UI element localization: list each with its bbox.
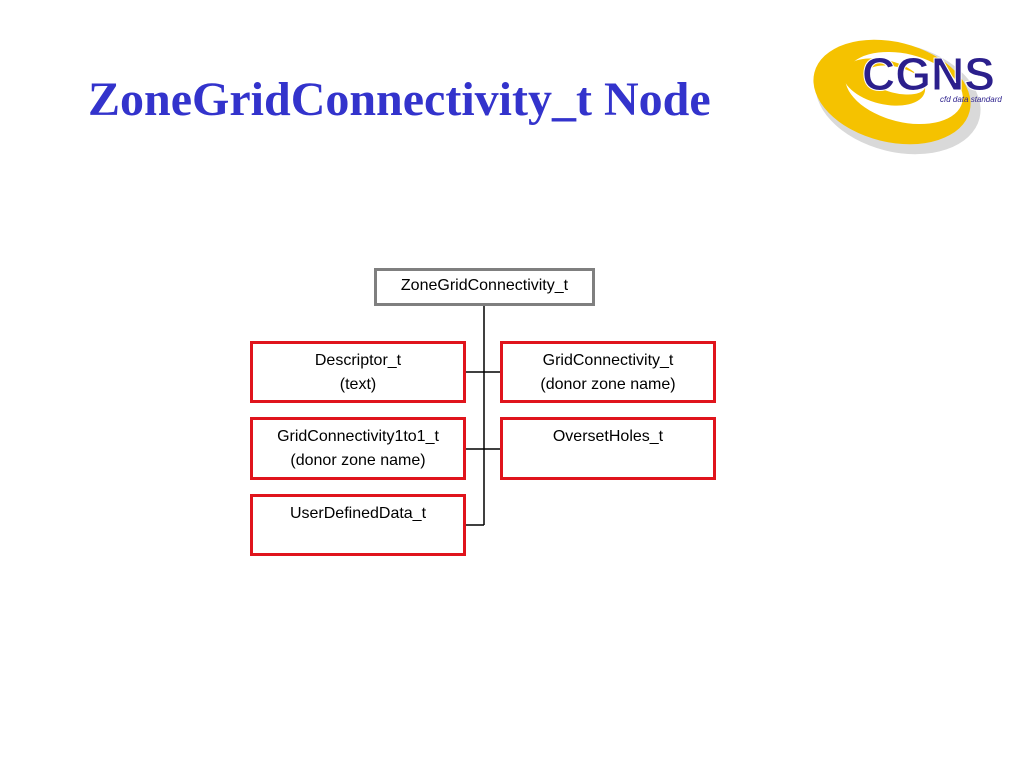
node-gridconnectivity1to1: GridConnectivity1to1_t (donor zone name) — [250, 417, 466, 480]
node-label: Descriptor_t — [314, 352, 402, 369]
node-label: GridConnectivity1to1_t — [277, 428, 439, 445]
node-descriptor: Descriptor_t (text) — [250, 341, 466, 403]
node-label: UserDefinedData_t — [289, 505, 427, 522]
cgns-logo: CGNS cfd data standard — [813, 39, 1002, 155]
node-note: (text) — [339, 376, 377, 393]
logo-tagline: cfd data standard — [940, 95, 1002, 104]
node-userdefineddata: UserDefinedData_t — [250, 494, 466, 556]
node-label: GridConnectivity_t — [542, 352, 674, 369]
node-label: OversetHoles_t — [552, 428, 664, 445]
node-note: (donor zone name) — [540, 376, 676, 393]
node-note: (donor zone name) — [290, 452, 426, 469]
node-gridconnectivity: GridConnectivity_t (donor zone name) — [500, 341, 716, 403]
slide-title: ZoneGridConnectivity_t Node — [88, 73, 711, 126]
logo-wordmark: CGNS — [862, 48, 995, 100]
node-oversetholes: OversetHoles_t — [500, 417, 716, 480]
node-zonegridconnectivity: ZoneGridConnectivity_t — [374, 268, 595, 306]
node-label: ZoneGridConnectivity_t — [400, 277, 569, 294]
